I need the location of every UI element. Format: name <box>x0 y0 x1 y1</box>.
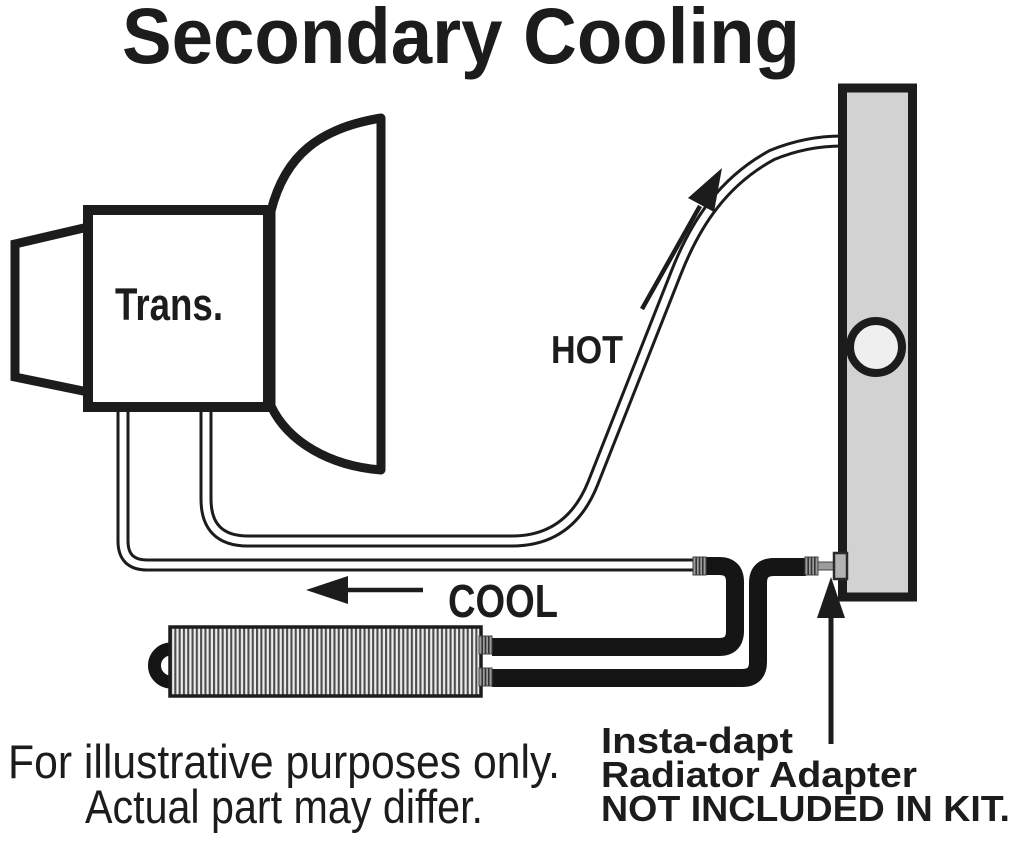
cool-label: COOL <box>448 575 558 627</box>
adapter-callout-text: Insta-dapt Radiator Adapter NOT INCLUDED… <box>601 720 1010 829</box>
hose-radiator-outlet <box>492 558 806 687</box>
footnote-line-1: For illustrative purposes only. <box>8 735 560 788</box>
cool-arrow-head <box>306 576 348 604</box>
insta-dapt-adapter <box>832 551 849 581</box>
transmission: Trans. <box>10 113 386 475</box>
transmission-body <box>83 205 273 412</box>
cooler-fin-body <box>168 625 483 698</box>
cool-line-fitting <box>692 556 707 576</box>
callout-arrow-head <box>817 577 845 618</box>
hot-arrow-shaft <box>640 204 702 311</box>
radiator <box>838 83 917 602</box>
callout-line-2: Radiator Adapter <box>601 754 917 795</box>
hot-line-core <box>202 137 843 545</box>
adapter-callout-arrow <box>817 577 845 744</box>
radiator-cap <box>846 317 906 377</box>
cool-line-core <box>119 398 694 569</box>
hot-arrow-head <box>688 168 722 212</box>
hot-flow-arrow <box>640 168 722 311</box>
tail-housing <box>10 221 93 398</box>
hot-label: HOT <box>551 329 623 372</box>
cooler-u-tube <box>148 642 188 689</box>
callout-line-1: Insta-dapt <box>601 720 793 761</box>
radiator-hose-fitting <box>804 556 819 576</box>
cooler-upper-port-fitting <box>478 635 493 655</box>
bell-housing <box>266 113 386 475</box>
footnote-line-2: Actual part may differ. <box>85 780 483 833</box>
hot-feed-line <box>199 134 843 548</box>
adapter-nipple <box>817 561 836 571</box>
hose-cooler-inlet <box>492 557 744 656</box>
cool-return-line <box>116 398 694 572</box>
auxiliary-cooler <box>148 625 493 698</box>
callout-line-3: NOT INCLUDED IN KIT. <box>601 788 1010 829</box>
cool-flow-arrow <box>306 576 423 604</box>
diagram-title: Secondary Cooling <box>122 0 800 80</box>
cooler-lower-port-fitting <box>478 667 493 687</box>
footnote: For illustrative purposes only. Actual p… <box>8 735 560 833</box>
transmission-label: Trans. <box>115 279 223 330</box>
